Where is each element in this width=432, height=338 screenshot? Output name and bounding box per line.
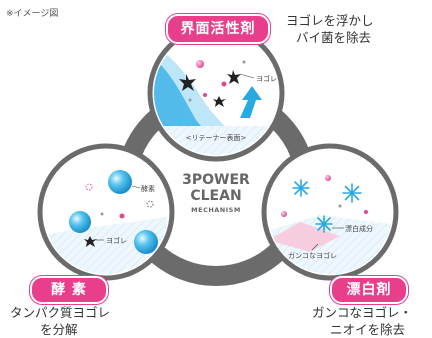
bleach-snowflake-icon [292,179,362,233]
bleach-agent-label: 漂白成分 [345,224,373,233]
enzyme-dirt-label: ヨゴレ [106,236,127,245]
surfactant-description-line2: バイ菌を除去 [296,30,372,45]
enzyme-bubble-icon [108,170,132,194]
enzyme-badge: 酵 素 [30,276,108,304]
enzyme-description-line2: を分解 [40,322,78,337]
bleach-description-line2: ニオイを除去 [330,322,406,337]
surfactant-dirt-label: ヨゴレ [256,74,277,83]
center-title-line1: 3POWER [182,172,250,188]
center-disc [160,136,272,248]
surfactant-description-line1: ヨゴレを浮かし [286,13,374,28]
bleach-circle: 漂白成分 ガンコなヨゴレ [261,143,399,281]
surfactant-circle: ヨゴレ <リテーナー表面> [147,24,285,162]
enzyme-circle: 酵素 ヨゴレ [37,143,175,281]
dirt-particle-icon [179,70,241,107]
center-title-line3: MECHANISM [191,206,241,214]
enzyme-label: 酵素 [141,184,155,193]
bleach-badge: 漂白剤 [330,276,408,304]
surfactant-badge: 界面活性剤 [166,14,270,44]
bleach-dirt-label: ガンコなヨゴレ [288,251,337,260]
illustration-note: ※イメージ図 [6,9,59,19]
enzyme-description-line1: タンパク質ヨゴレ [10,305,111,320]
retainer-surface-label: <リテーナー表面> [186,133,247,142]
center-title-line2: CLEAN [190,188,242,204]
bleach-description-line1: ガンコなヨゴレ・ [312,305,413,320]
lift-arrow-icon [240,86,262,118]
